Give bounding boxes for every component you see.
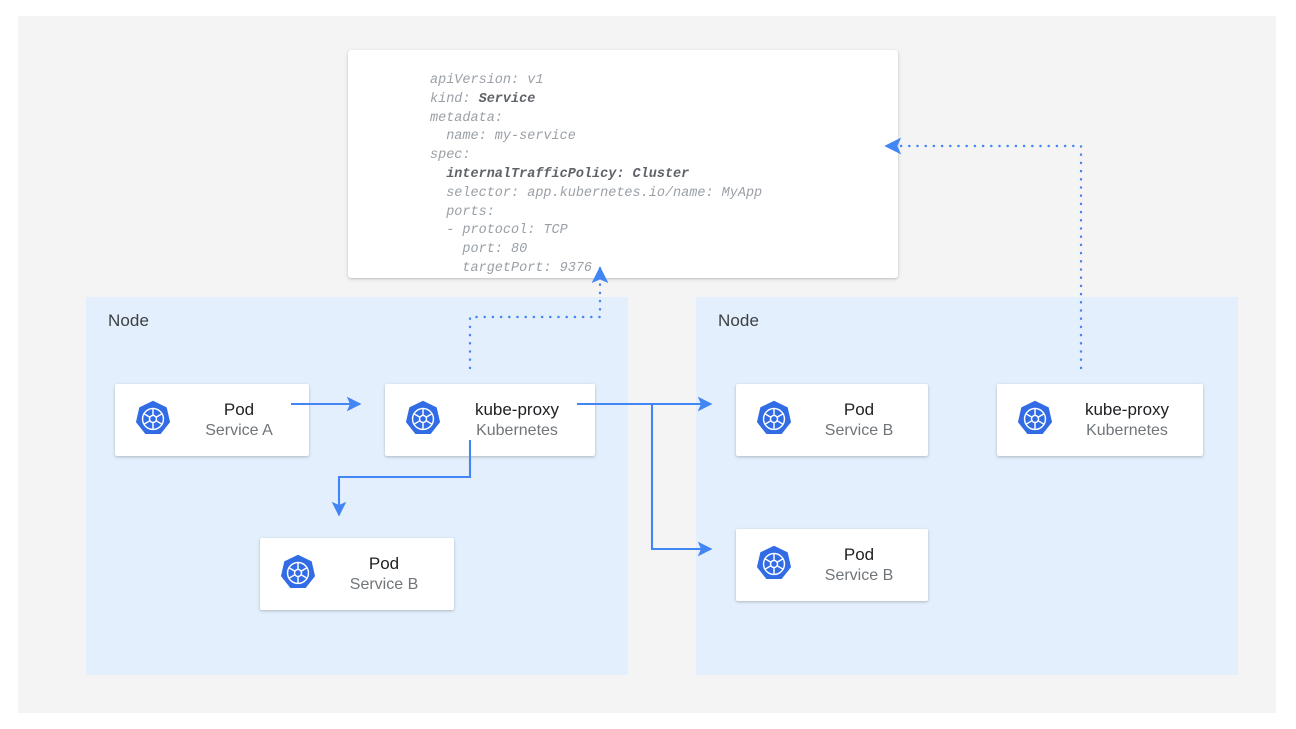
kubernetes-logo-icon: [756, 545, 792, 580]
diagram-canvas: Node Node apiVersion: v1 kind: Service m…: [18, 16, 1276, 713]
service-yaml-code: apiVersion: v1 kind: Service metadata: n…: [430, 73, 763, 276]
service-spec-card: apiVersion: v1 kind: Service metadata: n…: [348, 50, 898, 278]
card-text: Pod Service B: [796, 399, 928, 441]
node-label-left: Node: [108, 311, 150, 330]
card-text: kube-proxy Kubernetes: [445, 399, 595, 441]
card-subtitle: Service A: [205, 421, 273, 439]
kubernetes-logo-icon: [756, 400, 792, 435]
card-kube-proxy-left[interactable]: kube-proxy Kubernetes: [385, 384, 595, 456]
card-text: Pod Service A: [175, 399, 309, 441]
card-pod-service-b-left[interactable]: Pod Service B: [260, 538, 454, 610]
kubernetes-logo-icon: [1017, 400, 1053, 435]
card-subtitle: Service B: [349, 575, 419, 593]
card-kube-proxy-right[interactable]: kube-proxy Kubernetes: [997, 384, 1203, 456]
card-title: kube-proxy: [474, 399, 560, 419]
node-panel-left: Node: [86, 297, 628, 675]
card-subtitle: Kubernetes: [1086, 421, 1168, 439]
card-subtitle: Service B: [824, 421, 894, 439]
node-panel-right: Node: [696, 297, 1238, 675]
kubernetes-logo-icon: [280, 554, 316, 589]
kubernetes-logo-icon: [405, 400, 441, 435]
card-title: kube-proxy: [1084, 399, 1170, 419]
kubernetes-logo-icon: [135, 400, 171, 435]
card-text: kube-proxy Kubernetes: [1057, 399, 1203, 441]
card-text: Pod Service B: [320, 553, 454, 595]
card-text: Pod Service B: [796, 544, 928, 586]
card-title: Pod: [223, 399, 255, 419]
card-pod-service-a[interactable]: Pod Service A: [115, 384, 309, 456]
card-pod-service-b-right-bottom[interactable]: Pod Service B: [736, 529, 928, 601]
card-title: Pod: [843, 544, 875, 564]
card-title: Pod: [368, 553, 400, 573]
card-subtitle: Service B: [824, 566, 894, 584]
card-pod-service-b-right-top[interactable]: Pod Service B: [736, 384, 928, 456]
node-label-right: Node: [718, 311, 760, 330]
card-subtitle: Kubernetes: [476, 421, 558, 439]
card-title: Pod: [843, 399, 875, 419]
